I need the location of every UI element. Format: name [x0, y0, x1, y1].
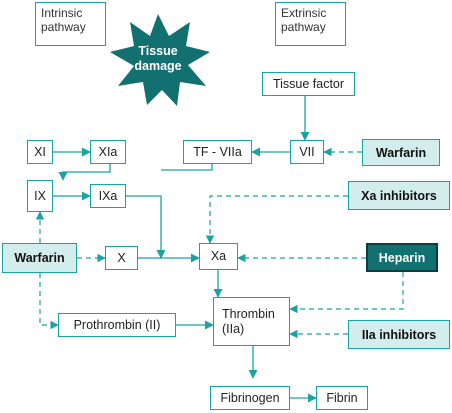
tissue-damage-star	[110, 14, 210, 106]
tissue-damage-label: Tissue damage	[134, 44, 182, 73]
xa-inhibitors-drug: Xa inhibitors	[348, 181, 450, 210]
thrombin-box: Thrombin (IIa)	[213, 297, 290, 346]
xa-box: Xa	[199, 243, 238, 270]
inhibit-heparin-to-thrombin	[289, 272, 404, 314]
tf-viia-box: TF - VIIa	[183, 140, 252, 164]
fibrin-box: Fibrin	[316, 386, 368, 410]
intrinsic-pathway-label: Intrinsic pathway	[35, 2, 106, 46]
tissue-factor-box: Tissue factor	[262, 72, 355, 96]
fibrinogen-box: Fibrinogen	[210, 386, 290, 410]
iia-inhibitors-drug: IIa inhibitors	[348, 320, 450, 349]
arrow-tfviia-to-xa	[161, 164, 213, 171]
extrinsic-pathway-label: Extrinsic pathway	[275, 2, 346, 46]
arrow-ixa-to-x	[126, 195, 166, 259]
arrow-xia-to-ix	[58, 164, 111, 181]
prothrombin-box: Prothrombin (II)	[58, 313, 176, 337]
inhibit-warfarin-to-prothrombin	[39, 273, 59, 330]
ix-box: IX	[27, 180, 53, 212]
xi-box: XI	[27, 140, 53, 164]
vii-box: VII	[290, 140, 324, 164]
warfarin-vii-drug: Warfarin	[362, 139, 440, 166]
inhibit-xainhibitors-to-xa	[205, 195, 348, 244]
xia-box: XIa	[90, 140, 126, 164]
ixa-box: IXa	[90, 184, 126, 208]
warfarin-left-drug: Warfarin	[2, 243, 77, 273]
x-box: X	[105, 246, 138, 270]
heparin-drug: Heparin	[366, 243, 438, 272]
